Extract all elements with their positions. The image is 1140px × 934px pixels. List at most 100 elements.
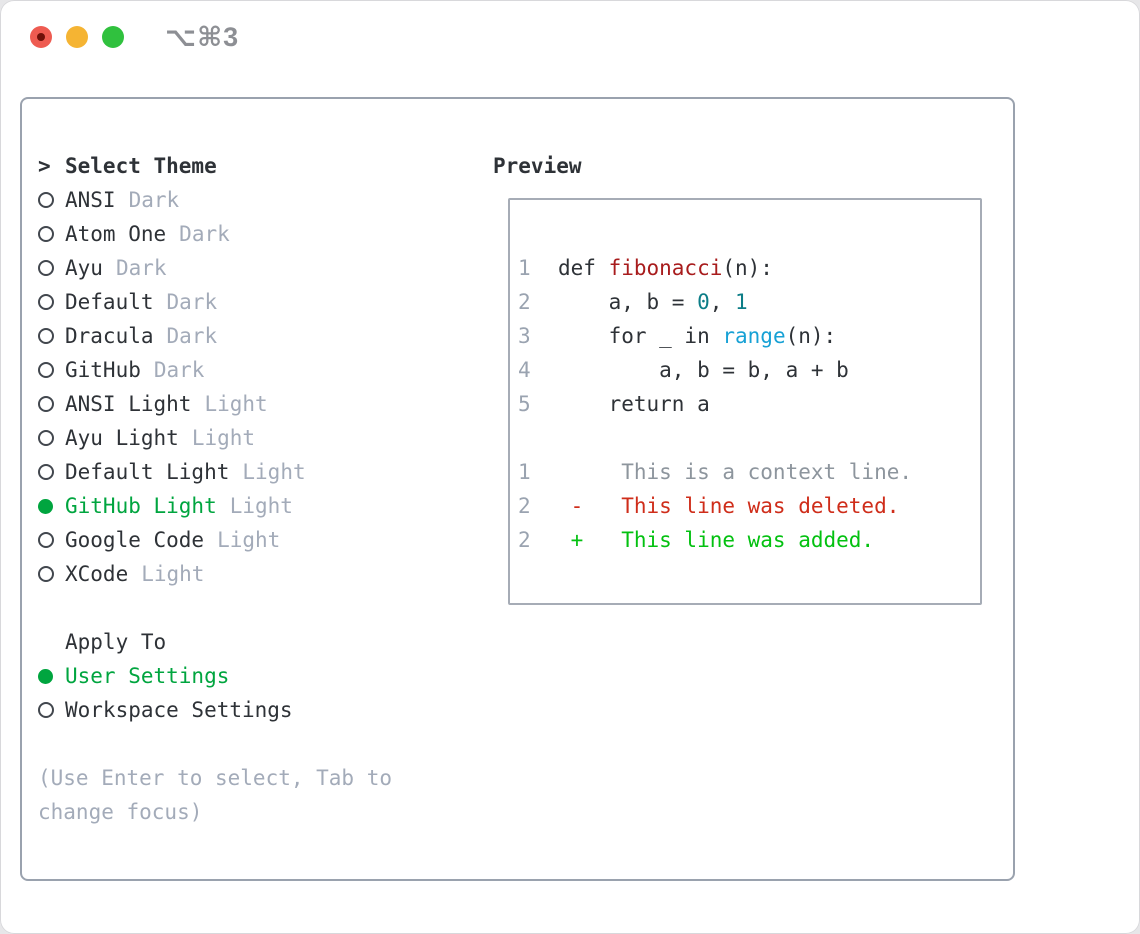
cursor-chevron-icon: > xyxy=(38,154,51,178)
select-theme-title: Select Theme xyxy=(65,154,217,178)
line-number: 4 xyxy=(518,358,531,382)
theme-name: Default Light xyxy=(65,460,230,484)
code-line xyxy=(518,421,980,455)
theme-option-github[interactable]: GitHub Dark xyxy=(38,353,392,387)
line-number: 2 xyxy=(518,290,531,314)
traffic-lights xyxy=(30,26,124,48)
code-segment-context: This is a context line. xyxy=(558,460,913,484)
theme-variant: Dark xyxy=(128,188,180,212)
select-theme-header: > Select Theme xyxy=(38,149,392,183)
theme-option-ansi[interactable]: ANSI Dark xyxy=(38,183,392,217)
theme-name: GitHub xyxy=(65,358,141,382)
code-segment-deleted: - This line was deleted. xyxy=(558,494,900,518)
apply-to-header: Apply To xyxy=(38,625,392,659)
theme-option-ayu-light[interactable]: Ayu Light Light xyxy=(38,421,392,455)
theme-variant: Light xyxy=(141,562,205,586)
spacer xyxy=(38,591,392,625)
theme-variant: Dark xyxy=(115,256,167,280)
code-line: 4 a, b = b, a + b xyxy=(518,353,980,387)
theme-variant: Dark xyxy=(153,358,205,382)
theme-option-xcode[interactable]: XCode Light xyxy=(38,557,392,591)
radio-selected-icon xyxy=(38,499,65,514)
theme-name: XCode xyxy=(65,562,129,586)
radio-unselected-icon xyxy=(38,260,65,276)
radio-selected-icon xyxy=(38,669,65,684)
theme-variant: Dark xyxy=(166,324,218,348)
theme-variant: Light xyxy=(191,426,256,450)
theme-variant: Dark xyxy=(179,222,230,246)
close-button[interactable] xyxy=(30,26,52,48)
radio-unselected-icon xyxy=(38,566,65,582)
code-segment-plain: for _ in xyxy=(558,324,723,348)
code-line: 2 a, b = 0, 1 xyxy=(518,285,980,319)
code-segment-added: + This line was added. xyxy=(558,528,875,552)
theme-name: Atom One xyxy=(65,222,167,246)
theme-name: Ayu xyxy=(65,256,103,280)
code-line: 2 - This line was deleted. xyxy=(518,489,980,523)
radio-unselected-icon xyxy=(38,430,65,446)
line-number: 1 xyxy=(518,256,531,280)
apply-option-label: Workspace Settings xyxy=(65,698,293,722)
radio-unselected-icon xyxy=(38,396,65,412)
apply-option-user-settings[interactable]: User Settings xyxy=(38,659,392,693)
code-segment-func: fibonacci xyxy=(608,256,723,280)
theme-option-ayu[interactable]: Ayu Dark xyxy=(38,251,392,285)
minimize-button[interactable] xyxy=(66,26,88,48)
code-segment-plain: return a xyxy=(558,392,710,416)
zoom-button[interactable] xyxy=(102,26,124,48)
radio-unselected-icon xyxy=(38,294,65,310)
apply-option-label: User Settings xyxy=(65,664,230,688)
code-segment-plain: def xyxy=(558,256,609,280)
code-line: 3 for _ in range(n): xyxy=(518,319,980,353)
code-segment-num: 1 xyxy=(735,290,748,314)
help-text-line-2: change focus) xyxy=(38,800,203,824)
radio-unselected-icon xyxy=(38,464,65,480)
apply-option-workspace-settings[interactable]: Workspace Settings xyxy=(38,693,392,727)
radio-unselected-icon xyxy=(38,226,65,242)
window-title: ⌥⌘3 xyxy=(165,22,240,52)
code-line: 2 + This line was added. xyxy=(518,523,980,557)
theme-name: Ayu Light xyxy=(65,426,179,450)
code-segment-num: 0 xyxy=(697,290,710,314)
code-line: 5 return a xyxy=(518,387,980,421)
theme-variant: Dark xyxy=(166,290,218,314)
theme-name: Default xyxy=(65,290,154,314)
code-segment-plain: , xyxy=(709,290,736,314)
theme-option-atom-one[interactable]: Atom One Dark xyxy=(38,217,392,251)
code-segment-plain: a, b = b, a + b xyxy=(558,358,849,382)
code-segment-builtin: range xyxy=(722,324,786,348)
code-segment-plain: (n): xyxy=(785,324,837,348)
theme-variant: Light xyxy=(204,392,268,416)
theme-name: Google Code xyxy=(65,528,205,552)
line-number: 2 xyxy=(518,528,531,552)
apply-to-title: Apply To xyxy=(65,630,167,654)
code-line: 1 This is a context line. xyxy=(518,455,980,489)
spacer xyxy=(38,727,392,761)
theme-variant: Light xyxy=(242,460,306,484)
radio-unselected-icon xyxy=(38,532,65,548)
help-text-line-1: (Use Enter to select, Tab to xyxy=(38,766,393,790)
preview-title: Preview xyxy=(493,154,582,178)
line-number: 3 xyxy=(518,324,531,348)
theme-option-default-light[interactable]: Default Light Light xyxy=(38,455,392,489)
line-number: 5 xyxy=(518,392,531,416)
titlebar: ⌥⌘3 xyxy=(0,0,1140,76)
line-number: 2 xyxy=(518,494,531,518)
line-number: 1 xyxy=(518,460,531,484)
theme-name: ANSI Light xyxy=(65,392,192,416)
theme-option-ansi-light[interactable]: ANSI Light Light xyxy=(38,387,392,421)
theme-name: ANSI xyxy=(65,188,116,212)
radio-unselected-icon xyxy=(38,702,65,718)
theme-option-default[interactable]: Default Dark xyxy=(38,285,392,319)
theme-name: GitHub Light xyxy=(65,494,217,518)
